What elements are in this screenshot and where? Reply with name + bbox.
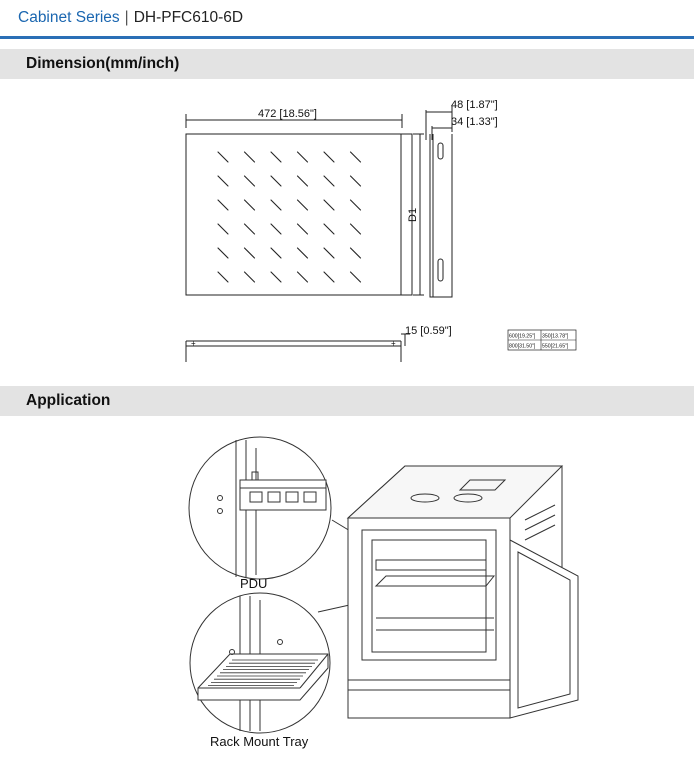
- vent-slot: [349, 271, 362, 283]
- vent-slot: [296, 175, 309, 187]
- vent-slot: [217, 271, 229, 283]
- vent-slot: [296, 151, 309, 163]
- vent-slot: [243, 271, 256, 283]
- vent-slot: [243, 175, 256, 187]
- vent-slot: [323, 247, 335, 259]
- vent-slot: [270, 271, 282, 283]
- vent-slot: [349, 247, 362, 259]
- vent-slot: [323, 151, 335, 163]
- pdu-detail-view: [188, 436, 332, 580]
- vent-slot: [323, 199, 335, 211]
- depth-dimension-label: D1: [407, 208, 419, 222]
- table-cell: 550[21.65"]: [542, 344, 569, 350]
- vent-slot: [349, 151, 362, 163]
- height-dimension-label: 15 [0.59"]: [405, 325, 452, 337]
- vent-slot: [243, 247, 256, 259]
- vent-slot: [217, 199, 229, 211]
- table-cell: 600[19.25"]: [509, 334, 536, 340]
- application-section-title: Application: [26, 392, 111, 409]
- series-name: Cabinet Series: [18, 9, 120, 26]
- vent-slot: [323, 175, 335, 187]
- tray-side-view: [429, 134, 453, 298]
- width-dimension-label: 472 [18.56"]: [258, 108, 317, 120]
- model-name: DH-PFC610-6D: [133, 9, 244, 26]
- table-cell: 350[13.78"]: [542, 334, 569, 340]
- vent-slot: [296, 199, 309, 211]
- header-separator: |: [124, 9, 129, 26]
- side-inner-dimension-label: 34 [1.33"]: [451, 116, 498, 128]
- header-title: Cabinet Series|DH-PFC610-6D: [18, 9, 243, 27]
- rack-mount-tray-label: Rack Mount Tray: [210, 734, 309, 749]
- cabinet-illustration: [346, 465, 579, 719]
- vent-slot: [270, 151, 282, 163]
- svg-text:+: +: [391, 339, 396, 348]
- vent-slot: [323, 223, 335, 235]
- header-rule: [0, 36, 694, 39]
- page-header: Cabinet Series|DH-PFC610-6D: [0, 0, 694, 36]
- vent-slot: [243, 223, 256, 235]
- vent-slot: [270, 199, 282, 211]
- tray-flange: [400, 133, 413, 296]
- side-outer-dimension-label: 48 [1.87"]: [451, 99, 498, 111]
- vent-slot: [323, 271, 335, 283]
- vent-slot: [243, 199, 256, 211]
- pdu-label: PDU: [240, 576, 267, 591]
- vent-slot: [349, 175, 362, 187]
- vent-slot: [296, 271, 309, 283]
- table-cell: 800[31.50"]: [509, 344, 536, 350]
- vent-slot: [270, 247, 282, 259]
- vent-slot: [270, 175, 282, 187]
- vent-slot: [217, 247, 229, 259]
- vent-slot: [296, 223, 309, 235]
- dimension-section-bar: Dimension(mm/inch): [0, 49, 694, 79]
- vent-slot: [270, 223, 282, 235]
- vent-slot: [217, 223, 229, 235]
- svg-text:+: +: [191, 339, 196, 348]
- vent-slot: [349, 223, 362, 235]
- application-section-bar: Application: [0, 386, 694, 416]
- dimension-section-title: Dimension(mm/inch): [26, 55, 180, 72]
- vent-slot: [217, 175, 229, 187]
- vent-slot: [243, 151, 256, 163]
- vent-slot: [217, 151, 229, 163]
- vent-slot: [296, 247, 309, 259]
- vent-slot: [349, 199, 362, 211]
